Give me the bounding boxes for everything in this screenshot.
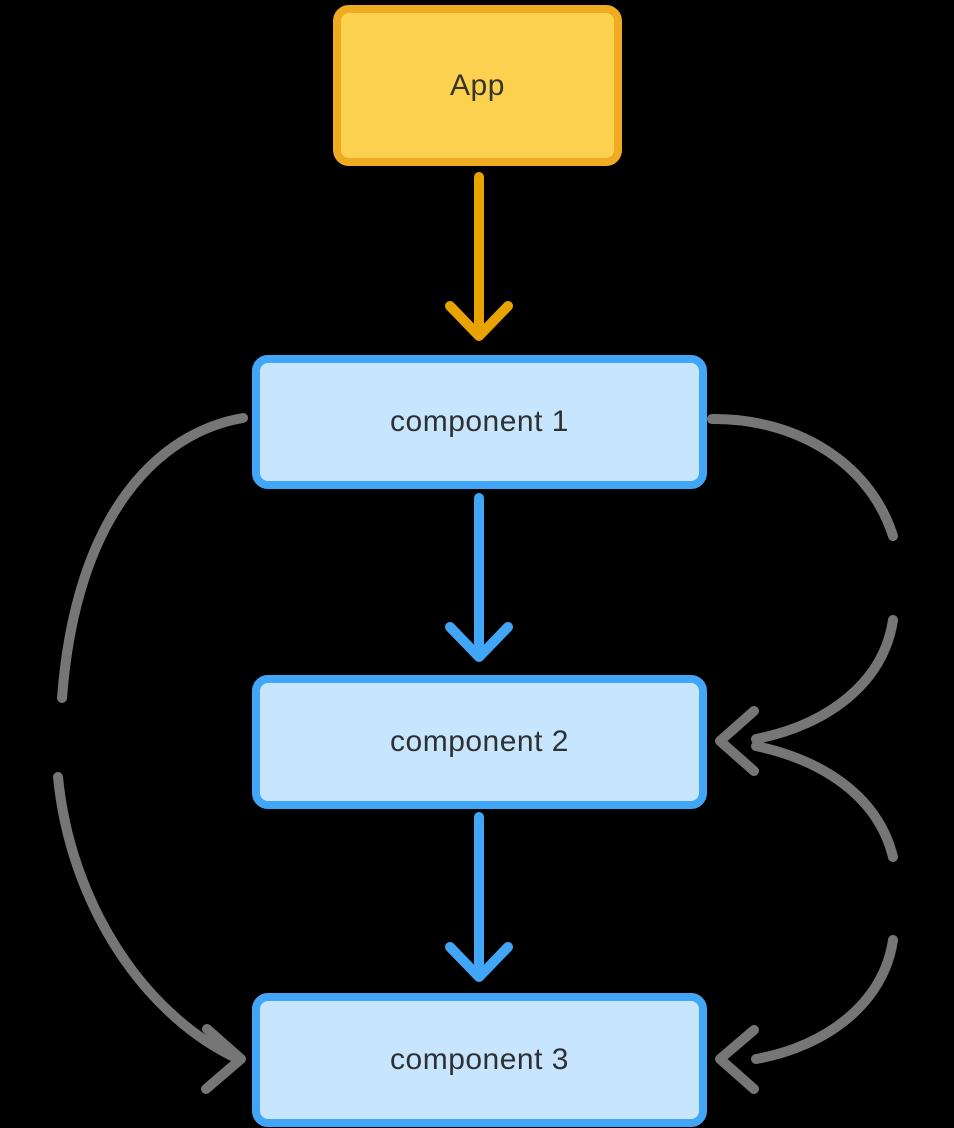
chevron-right-icon: [201, 1024, 246, 1094]
node-component-3: component 3: [252, 993, 707, 1127]
arrow-component2-to-component3: [445, 812, 513, 982]
node-app: App: [333, 5, 622, 166]
arrow-component1-to-component2: [445, 493, 513, 662]
arrow-app-to-component1: [445, 172, 513, 341]
node-component-2: component 2: [252, 675, 707, 809]
node-component-3-label: component 3: [390, 1043, 569, 1076]
node-app-label: App: [450, 68, 505, 102]
node-component-1: component 1: [252, 355, 707, 489]
chevron-down-icon: [445, 942, 513, 982]
node-component-1-label: component 1: [390, 405, 569, 438]
chevron-left-icon: [715, 706, 759, 776]
arrow-component2-to-component3-right: [715, 741, 898, 1094]
chevron-down-icon: [445, 622, 513, 662]
chevron-left-icon: [715, 1025, 759, 1094]
node-component-2-label: component 2: [390, 725, 569, 758]
chevron-down-icon: [445, 301, 513, 341]
arrow-component1-to-component2-right: [707, 413, 898, 776]
arrow-component1-to-component3-left: [53, 413, 248, 1094]
